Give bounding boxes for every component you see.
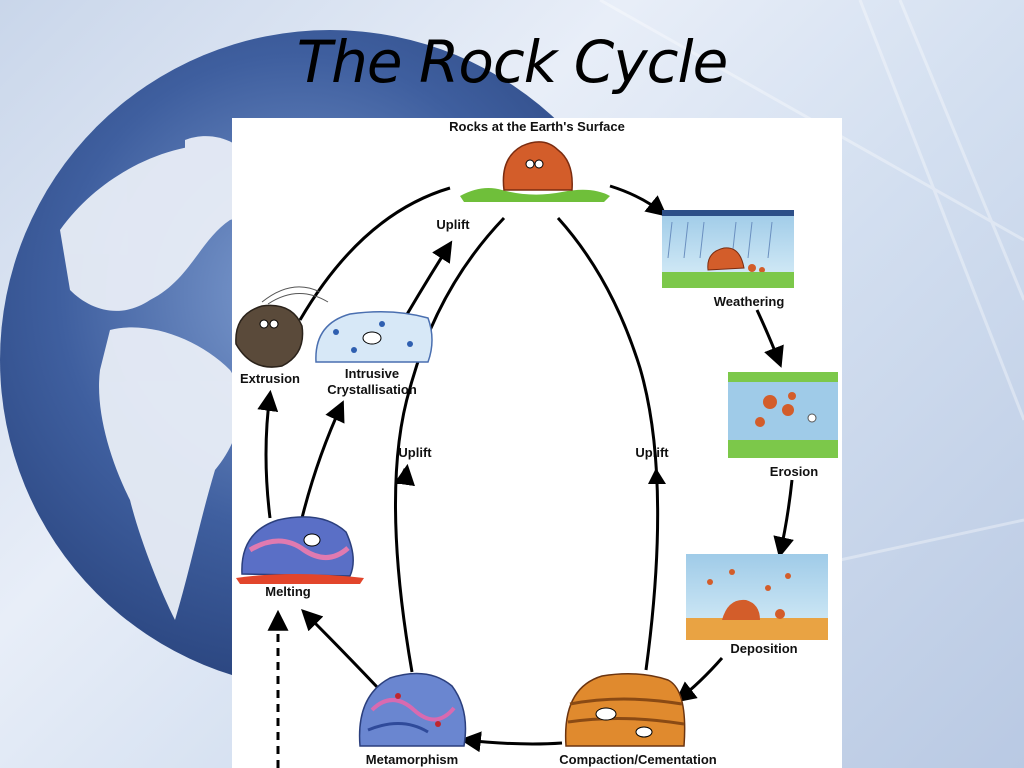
slide-title: The Rock Cycle	[296, 28, 729, 96]
arrow-erosion-to-deposition	[773, 479, 794, 559]
arrow-weathering-to-erosion	[755, 309, 784, 368]
arrowhead-uplift-left	[396, 468, 414, 484]
label-extrusion: Extrusion	[240, 371, 300, 386]
weathering-illustration	[662, 210, 794, 288]
metamorphism-illustration	[358, 672, 467, 747]
arrow-melting-to-extrusion	[257, 389, 279, 519]
arrow-compaction-to-metamorphism	[459, 731, 563, 753]
arrow-compaction-uplift	[556, 216, 660, 671]
label-weathering: Weathering	[714, 294, 785, 309]
label-metamorphism: Metamorphism	[366, 752, 458, 767]
extrusion-illustration	[235, 286, 329, 368]
label-uplift-left: Uplift	[398, 445, 432, 460]
label-crystallisation: Crystallisation	[327, 382, 417, 397]
intrusive-illustration	[315, 311, 433, 363]
deposition-illustration	[686, 554, 828, 640]
arrow-extrusion-to-surface	[298, 186, 451, 321]
surface-rock-illustration	[460, 141, 610, 202]
erosion-illustration	[728, 372, 838, 458]
label-uplift-right: Uplift	[635, 445, 669, 460]
rock-cycle-diagram: Rocks at the Earth's Surface Weathering …	[235, 119, 838, 768]
label-uplift-top: Uplift	[436, 217, 470, 232]
rock-cycle-panel: Rocks at the Earth's Surface Weathering …	[232, 118, 842, 768]
label-intrusive: Intrusive	[345, 366, 399, 381]
label-surface: Rocks at the Earth's Surface	[449, 119, 625, 134]
arrowhead-uplift-right	[648, 468, 666, 484]
label-erosion: Erosion	[770, 464, 818, 479]
label-compaction: Compaction/Cementation	[559, 752, 717, 767]
melting-illustration	[236, 516, 364, 584]
label-deposition: Deposition	[730, 641, 797, 656]
arrow-deposition-to-compaction	[674, 657, 724, 703]
arrow-metamorphism-to-melting	[301, 609, 380, 690]
arrow-metamorphism-uplift	[393, 216, 506, 673]
arrow-melting-to-intrusive	[300, 400, 345, 519]
label-melting: Melting	[265, 584, 311, 599]
compaction-illustration	[564, 673, 686, 747]
arrow-surface-to-weathering	[609, 184, 668, 217]
